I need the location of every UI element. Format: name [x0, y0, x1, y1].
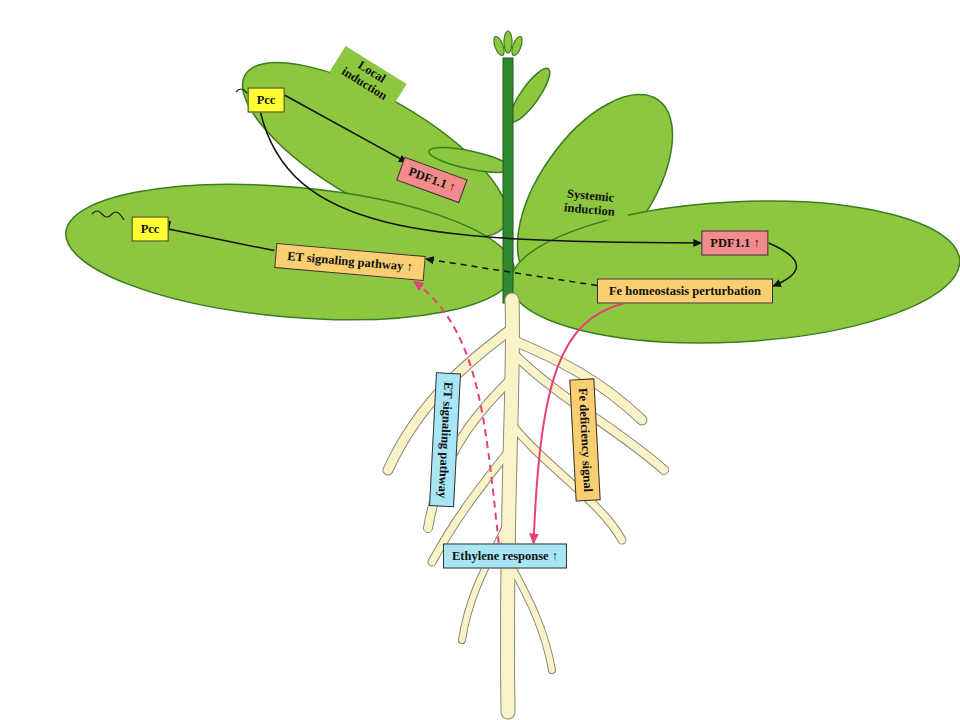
- node-text: Pcc: [257, 93, 276, 108]
- node-text: ET signaling pathway ↑: [284, 249, 417, 275]
- gene-box: PDF1.1 ↑: [396, 157, 468, 204]
- root: [508, 560, 552, 670]
- bacterium-tail: [92, 211, 124, 220]
- process-box: Fe homeostasis perturbation: [597, 279, 773, 304]
- response-box: Ethylene response ↑: [443, 544, 567, 569]
- flower-bud: [504, 31, 512, 53]
- root: [510, 422, 622, 540]
- gene-box: PDF1.1 ↑: [701, 231, 768, 256]
- signal-band: Fe deficiency signal: [569, 378, 600, 501]
- root: [510, 422, 622, 540]
- root: [462, 520, 509, 640]
- pathway-band: ET signaling pathway: [429, 372, 461, 508]
- flower-bud: [510, 35, 524, 57]
- arrow-connector: [534, 304, 624, 544]
- node-text: ET signaling pathway: [434, 381, 455, 498]
- node-text: Pcc: [141, 222, 160, 237]
- arrow-connector: [426, 259, 597, 286]
- arrow-connector: [414, 281, 499, 544]
- node-text: Fe deficiency signal: [575, 388, 595, 493]
- root: [508, 560, 552, 670]
- pathogen-box: Pcc: [132, 217, 169, 242]
- pathway-box: ET signaling pathway ↑: [274, 243, 426, 281]
- root: [507, 300, 512, 712]
- roots: [388, 300, 664, 712]
- stem: [503, 58, 513, 303]
- pathogen-box: Pcc: [248, 88, 285, 113]
- node-text: PDF1.1 ↑: [406, 165, 457, 196]
- root: [507, 300, 512, 712]
- arrow-connector: [260, 113, 701, 244]
- inhibition-connector: [168, 229, 274, 251]
- node-text: Ethylene response ↑: [452, 549, 558, 564]
- bacterium-tail: [92, 89, 266, 220]
- node-text: Fe homeostasis perturbation: [606, 284, 764, 299]
- node-text: PDF1.1 ↑: [710, 236, 759, 251]
